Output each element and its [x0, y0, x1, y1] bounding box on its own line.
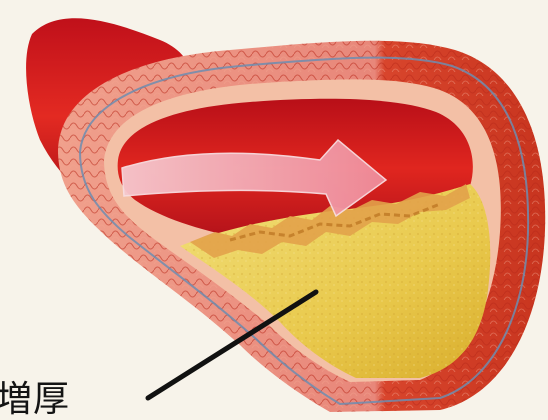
thickening-label: 増厚	[0, 380, 70, 420]
